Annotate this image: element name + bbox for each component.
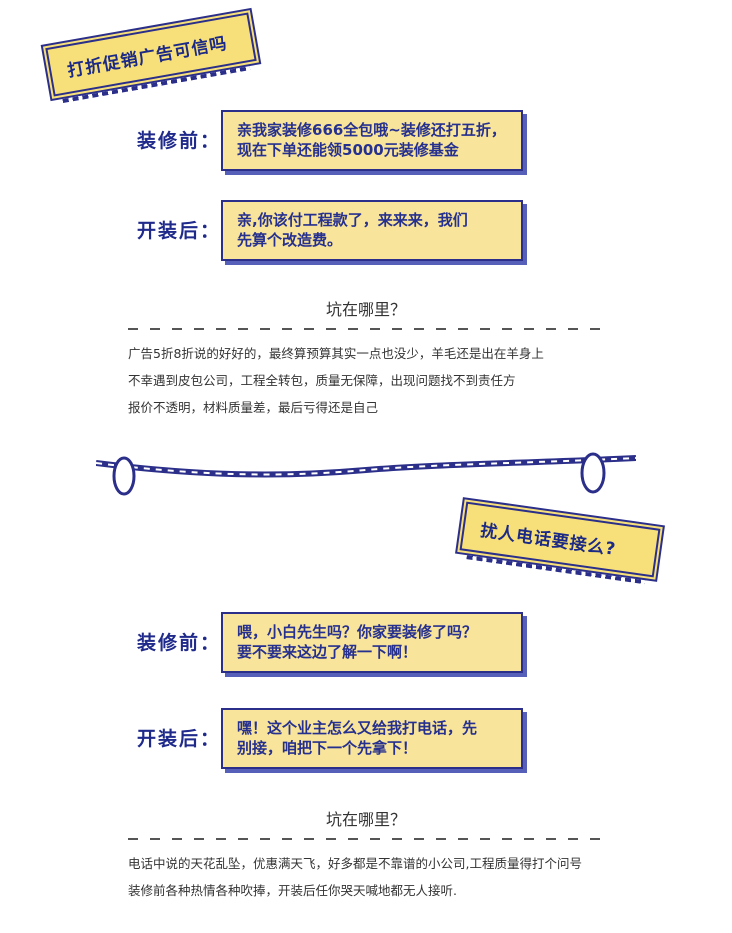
speech-line: 先算个改造费。 bbox=[237, 231, 343, 250]
speech-line: 别接，咱把下一个先拿下！ bbox=[237, 739, 418, 758]
dashed-divider bbox=[128, 838, 602, 840]
pit-title: 坑在哪里？ bbox=[325, 300, 406, 319]
speech-line: 要不要来这边了解一下啊！ bbox=[237, 643, 418, 662]
tag-text: 扰人电话要接么? bbox=[479, 520, 618, 560]
after-label: 开装后： bbox=[137, 220, 222, 242]
speech-box-before: 喂，小白先生吗？你家要装修了吗？ 要不要来这边了解一下啊！ bbox=[221, 612, 523, 673]
speech-line: 现在下单还能领5000元装修基金 bbox=[237, 141, 459, 160]
pit-paragraph: 广告5折8折说的好好的，最终算预算其实一点也没少，羊毛还是出在羊身上 不幸遇到皮… bbox=[128, 340, 544, 421]
speech-line: 亲,你该付工程款了，来来来，我们 bbox=[237, 211, 468, 229]
tag-text: 打折促销广告可信吗 bbox=[65, 33, 230, 82]
tag-banner-phone: 扰人电话要接么? bbox=[459, 501, 661, 578]
speech-line: 亲我家装修666全包哦~装修还打五折， bbox=[237, 121, 506, 139]
pit-line: 电话中说的天花乱坠，优惠满天飞，好多都是不靠谱的小公司,工程质量得打个问号 bbox=[128, 856, 582, 871]
before-label: 装修前： bbox=[137, 130, 222, 152]
pit-line: 报价不透明，材料质量差，最后亏得还是自己 bbox=[128, 400, 379, 415]
before-label: 装修前： bbox=[137, 632, 222, 654]
pit-line: 不幸遇到皮包公司，工程全转包，质量无保障，出现问题找不到责任方 bbox=[128, 373, 516, 388]
pit-line: 广告5折8折说的好好的，最终算预算其实一点也没少，羊毛还是出在羊身上 bbox=[128, 346, 544, 361]
speech-line: 喂，小白先生吗？你家要装修了吗？ bbox=[237, 623, 478, 641]
pit-line: 装修前各种热情各种吹捧，开装后任你哭天喊地都无人接听. bbox=[128, 883, 457, 898]
tag-banner-discount: 打折促销广告可信吗 bbox=[45, 12, 257, 97]
pit-title: 坑在哪里？ bbox=[325, 810, 406, 829]
after-label: 开装后： bbox=[137, 728, 222, 750]
rope-divider-icon bbox=[96, 452, 636, 496]
pit-paragraph: 电话中说的天花乱坠，优惠满天飞，好多都是不靠谱的小公司,工程质量得打个问号 装修… bbox=[128, 850, 582, 904]
dashed-divider bbox=[128, 328, 602, 330]
speech-box-before: 亲我家装修666全包哦~装修还打五折， 现在下单还能领5000元装修基金 bbox=[221, 110, 523, 171]
speech-box-after: 嘿！这个业主怎么又给我打电话，先 别接，咱把下一个先拿下！ bbox=[221, 708, 523, 769]
speech-box-after: 亲,你该付工程款了，来来来，我们 先算个改造费。 bbox=[221, 200, 523, 261]
speech-line: 嘿！这个业主怎么又给我打电话，先 bbox=[237, 719, 478, 737]
